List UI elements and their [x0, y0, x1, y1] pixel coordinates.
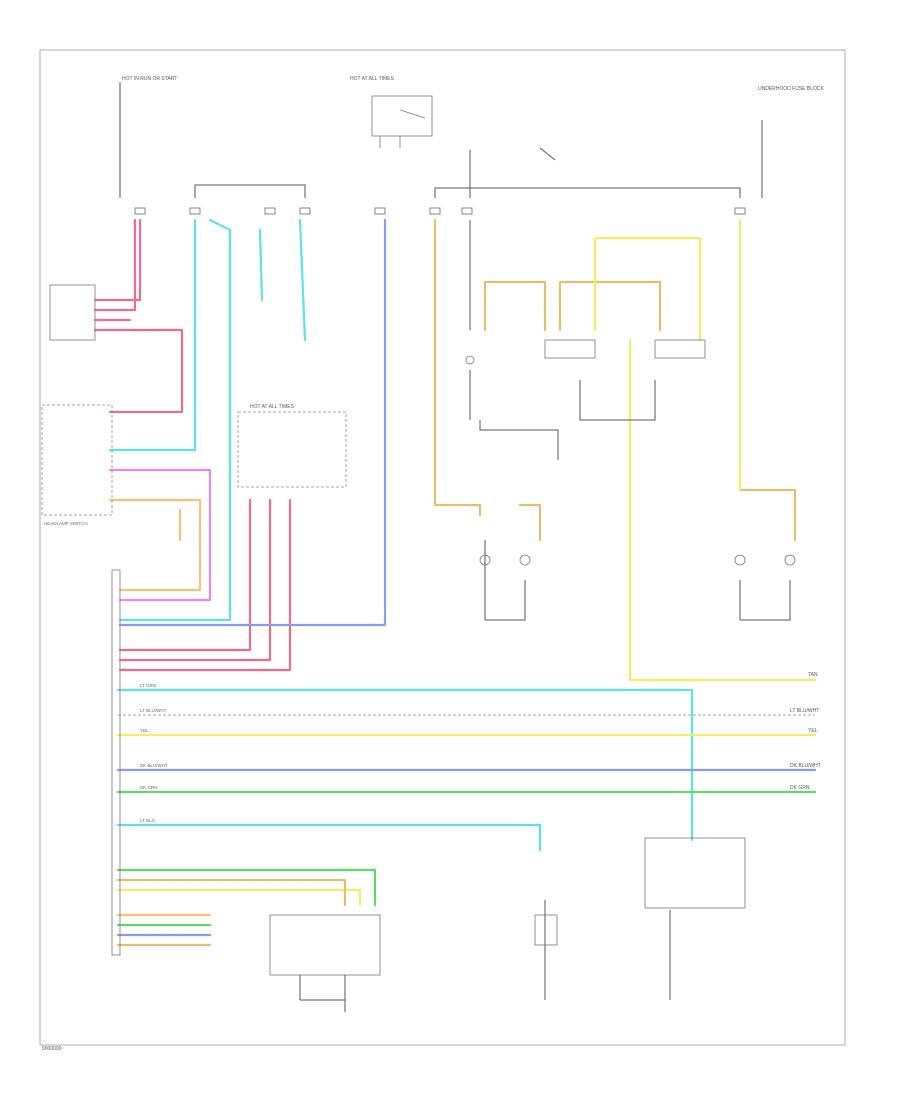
label-hot-at-all-times-mid: HOT AT ALL TIMES	[250, 404, 295, 410]
label-row-dkbluwht: DK BLU/WHT	[140, 763, 168, 768]
orange-wires	[108, 498, 202, 592]
ltblue-wire	[118, 218, 387, 627]
label-right-tan: TAN	[808, 672, 818, 678]
label-row-ltgrn: LT GRN	[140, 683, 156, 688]
bottom-wires	[116, 868, 377, 947]
right-components	[465, 339, 796, 946]
label-hot-at-all-times-top: HOT AT ALL TIMES	[350, 76, 395, 82]
black-wires	[469, 220, 791, 1000]
tan-wires	[433, 218, 797, 542]
left-module	[49, 284, 96, 341]
purple-wires	[108, 468, 212, 602]
label-row-ltbluwht: LT BLU/WHT	[140, 708, 167, 713]
horizontal-wires	[116, 678, 817, 794]
label-row-dkgrn: DK GRN	[140, 785, 158, 790]
red-wires	[93, 218, 292, 672]
label-hot-in-run-top: HOT IN RUN OR START	[122, 76, 177, 82]
diagram-border	[39, 49, 846, 1046]
label-row-ltblu: LT BLU	[140, 818, 155, 823]
footer-code: 0000000	[42, 1046, 62, 1052]
label-right-dkblu: DK BLU/WHT	[790, 763, 821, 769]
headlamp-switch	[41, 404, 113, 516]
bottom-switch-box	[269, 914, 381, 976]
label-right-yel: YEL	[808, 728, 818, 734]
middle-fuse-block	[237, 411, 347, 488]
label-headlamp-switch: HEADLAMP SWITCH	[44, 521, 88, 526]
label-row-yel: YEL	[140, 728, 149, 733]
cyan-wires	[108, 218, 694, 852]
label-right-dkgrn: DK GRN	[790, 785, 810, 791]
left-connector-strip	[111, 569, 121, 956]
fuse-row	[134, 207, 746, 215]
label-right-ltblu: LT BLU/WHT	[790, 708, 819, 714]
label-underhood-fuse: UNDERHOOD FUSE BLOCK	[758, 86, 825, 92]
top-relay	[371, 95, 433, 148]
yellow-wires	[116, 218, 817, 907]
